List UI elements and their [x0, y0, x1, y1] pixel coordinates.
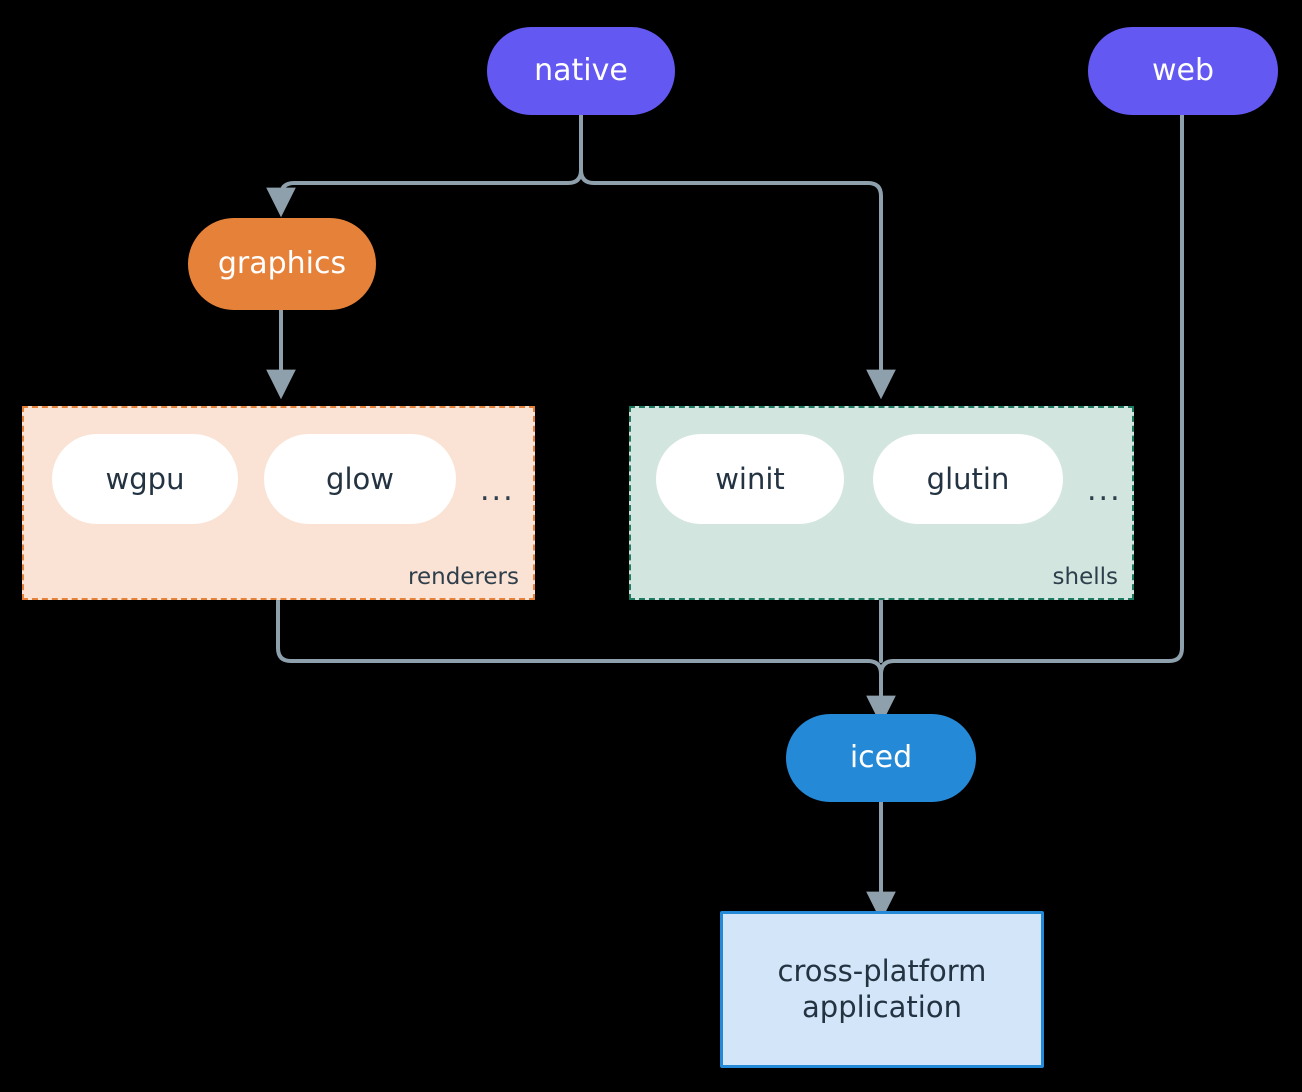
group-shells-item-glutin-label: glutin [926, 462, 1010, 496]
group-shells: winit glutin ... shells [629, 406, 1134, 600]
group-renderers-item-glow[interactable]: glow [264, 434, 456, 524]
group-renderers-overflow-ellipsis: ... [480, 473, 515, 508]
node-application-label-line2: application [802, 989, 962, 1024]
group-shells-label: shells [1052, 564, 1118, 590]
node-web[interactable]: web [1088, 27, 1278, 115]
edge-merge-left [866, 659, 896, 726]
group-renderers: wgpu glow ... renderers [22, 406, 535, 600]
group-renderers-label: renderers [408, 564, 519, 590]
node-iced[interactable]: iced [786, 714, 976, 802]
group-shells-item-glutin[interactable]: glutin [873, 434, 1063, 524]
edge-renderers-to-iced [276, 599, 870, 663]
node-graphics[interactable]: graphics [188, 218, 376, 310]
node-native-label: native [534, 52, 628, 88]
group-renderers-item-wgpu[interactable]: wgpu [52, 434, 238, 524]
edge-native-to-graphics [266, 168, 583, 218]
node-graphics-label: graphics [217, 245, 347, 281]
node-cross-platform-application[interactable]: cross-platform application [720, 911, 1044, 1068]
edge-merge-right [879, 659, 896, 676]
edge-native-to-shells [579, 168, 896, 400]
node-native[interactable]: native [487, 27, 675, 115]
group-shells-item-winit[interactable]: winit [656, 434, 844, 524]
group-shells-item-winit-label: winit [715, 462, 785, 496]
node-iced-label: iced [849, 739, 913, 775]
group-renderers-item-wgpu-label: wgpu [105, 462, 185, 496]
node-application-label-line1: cross-platform [777, 954, 987, 989]
group-renderers-item-glow-label: glow [326, 462, 394, 496]
node-web-label: web [1151, 52, 1215, 88]
group-shells-overflow-ellipsis: ... [1087, 473, 1122, 508]
